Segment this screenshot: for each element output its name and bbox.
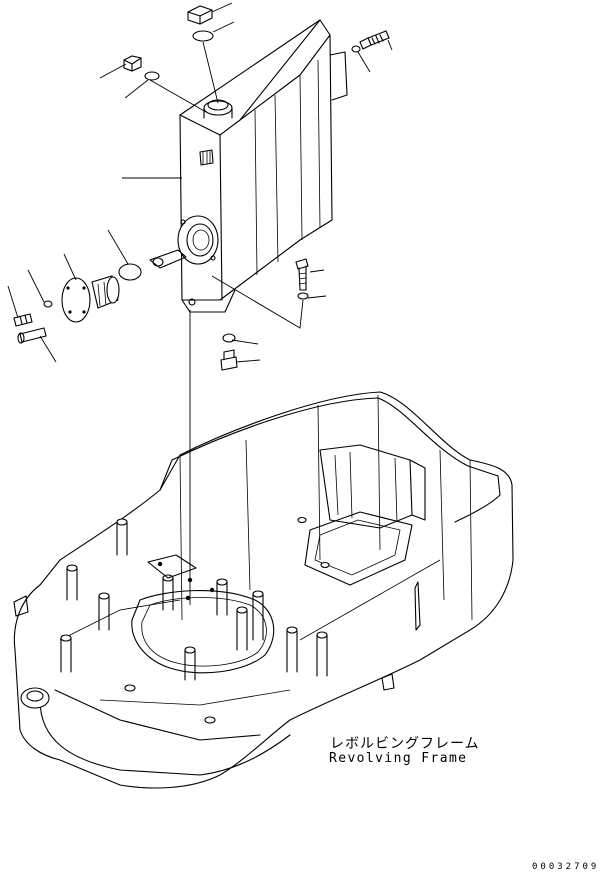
bracket-bolt xyxy=(351,30,390,53)
tank-assembly xyxy=(149,19,348,313)
drawing-number: 00032709 xyxy=(532,862,600,872)
revolving-frame xyxy=(13,391,514,789)
part-label-english: Revolving Frame xyxy=(329,751,468,766)
filler-cap xyxy=(187,5,214,42)
part-label-japanese: レボルビングフレーム xyxy=(330,736,480,752)
leader-lines xyxy=(7,2,393,605)
mounting-posts xyxy=(60,516,330,724)
mounting-hardware xyxy=(220,258,309,371)
drain-plug xyxy=(123,55,160,81)
suction-flange xyxy=(13,263,142,344)
tank-mounting-pad xyxy=(147,554,215,601)
